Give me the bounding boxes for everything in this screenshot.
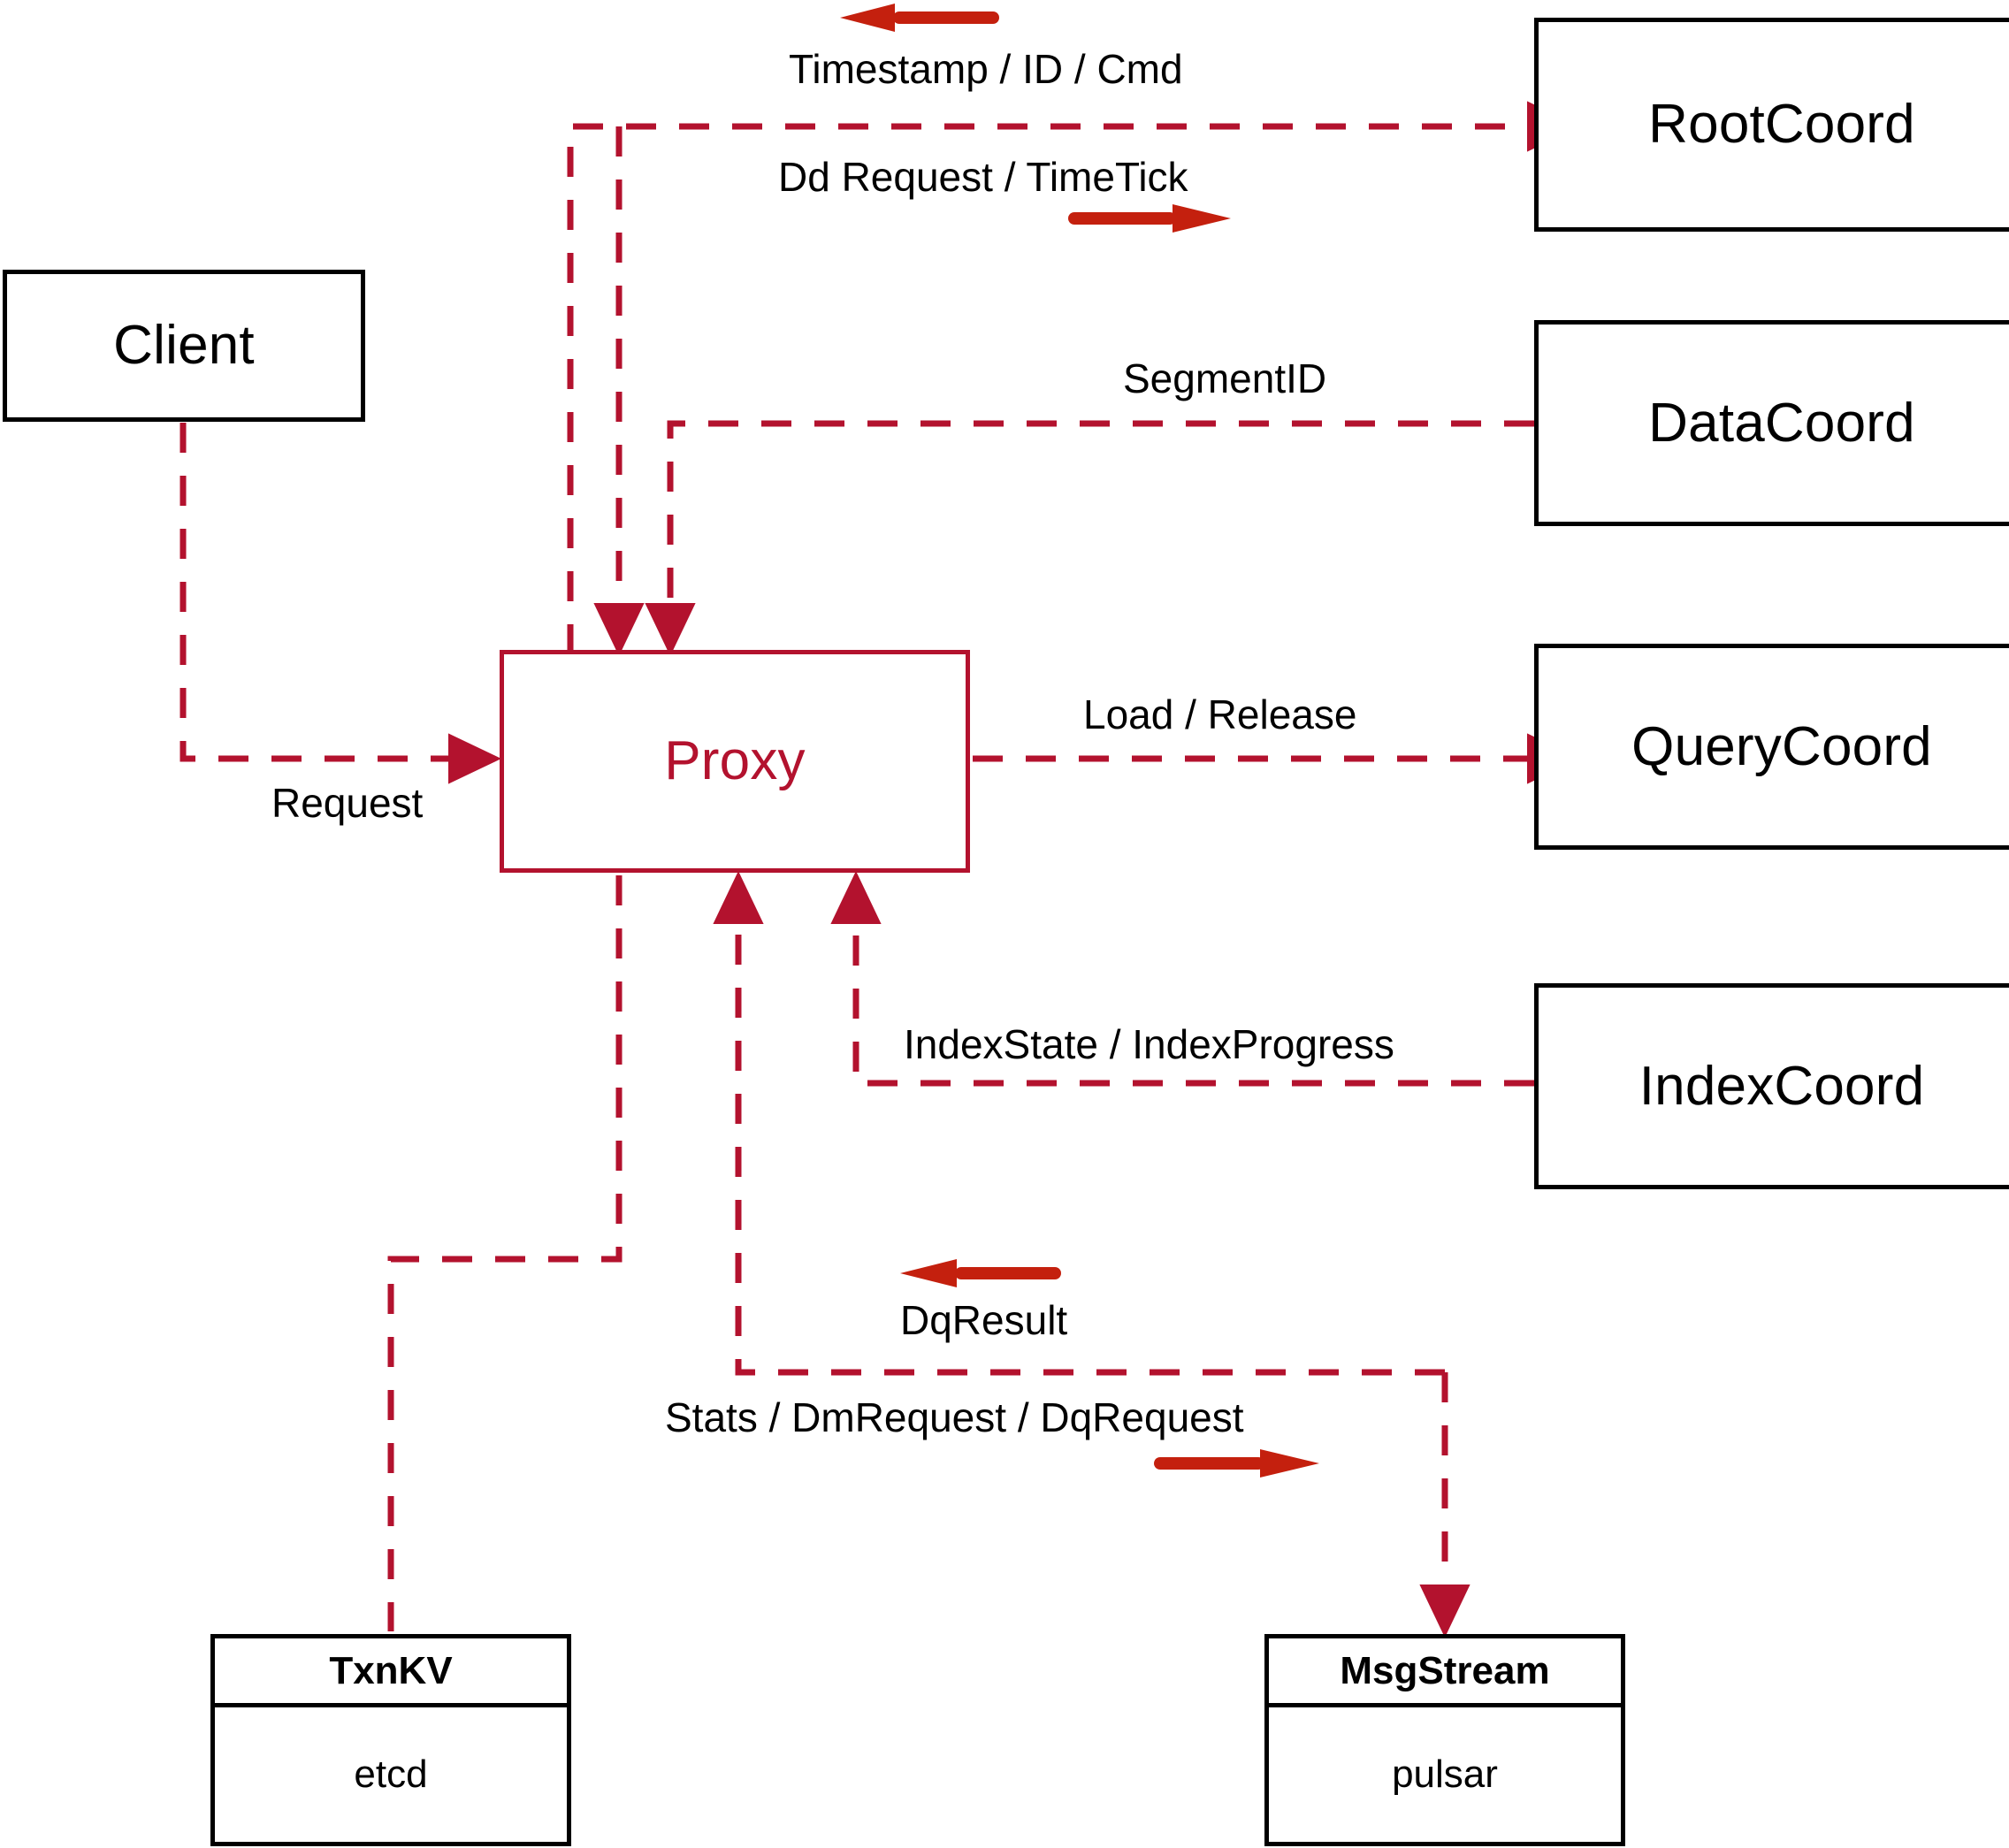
arrow-right-dd-request bbox=[1068, 204, 1231, 233]
node-query-coord[interactable]: QueryCoord bbox=[1534, 644, 2009, 850]
edge-label-dd-request-timetick: Dd Request / TimeTick bbox=[778, 154, 1188, 200]
arrow-left-timestamp bbox=[840, 4, 999, 32]
wire-request bbox=[180, 423, 502, 784]
node-msg-stream-header-label: MsgStream bbox=[1340, 1648, 1550, 1692]
node-root-coord[interactable]: RootCoord bbox=[1534, 18, 2009, 232]
node-client-label: Client bbox=[113, 315, 255, 376]
node-data-coord[interactable]: DataCoord bbox=[1534, 320, 2009, 526]
edge-label-load-release: Load / Release bbox=[1083, 691, 1357, 737]
arrow-right-stats bbox=[1154, 1449, 1319, 1478]
edge-label-segment-id: SegmentID bbox=[1123, 355, 1327, 401]
wire-dq-result bbox=[713, 870, 1445, 1376]
arrow-left-dq-result bbox=[900, 1259, 1061, 1287]
node-txn-kv-body-label: etcd bbox=[354, 1753, 428, 1796]
edge-label-timestamp-id-cmd: Timestamp / ID / Cmd bbox=[789, 46, 1183, 92]
node-txn-kv-header-label: TxnKV bbox=[329, 1648, 453, 1692]
node-msg-stream[interactable]: MsgStream pulsar bbox=[1264, 1634, 1625, 1846]
edge-label-request: Request bbox=[271, 780, 424, 826]
node-proxy[interactable]: Proxy bbox=[500, 650, 970, 873]
node-client[interactable]: Client bbox=[3, 270, 365, 422]
node-query-coord-label: QueryCoord bbox=[1631, 715, 1932, 777]
node-index-coord[interactable]: IndexCoord bbox=[1534, 983, 2009, 1189]
node-data-coord-label: DataCoord bbox=[1648, 392, 1915, 454]
wire-txnkv bbox=[387, 875, 623, 1631]
node-msg-stream-body: pulsar bbox=[1269, 1707, 1621, 1842]
node-msg-stream-body-label: pulsar bbox=[1392, 1753, 1498, 1796]
edge-label-dq-result: DqResult bbox=[900, 1297, 1068, 1343]
edge-label-stats-dm-dq-request: Stats / DmRequest / DqRequest bbox=[665, 1394, 1244, 1440]
node-index-coord-label: IndexCoord bbox=[1639, 1055, 1925, 1117]
node-txn-kv-body: etcd bbox=[215, 1707, 567, 1842]
node-txn-kv-header: TxnKV bbox=[215, 1638, 567, 1707]
node-msg-stream-header: MsgStream bbox=[1269, 1638, 1621, 1707]
node-txn-kv[interactable]: TxnKV etcd bbox=[210, 1634, 571, 1846]
node-proxy-label: Proxy bbox=[664, 730, 806, 791]
node-root-coord-label: RootCoord bbox=[1648, 94, 1915, 155]
edge-label-index-state-progress: IndexState / IndexProgress bbox=[904, 1021, 1394, 1067]
wire-dd-request-timetick bbox=[567, 101, 1581, 654]
wire-segment-id bbox=[645, 420, 1534, 657]
